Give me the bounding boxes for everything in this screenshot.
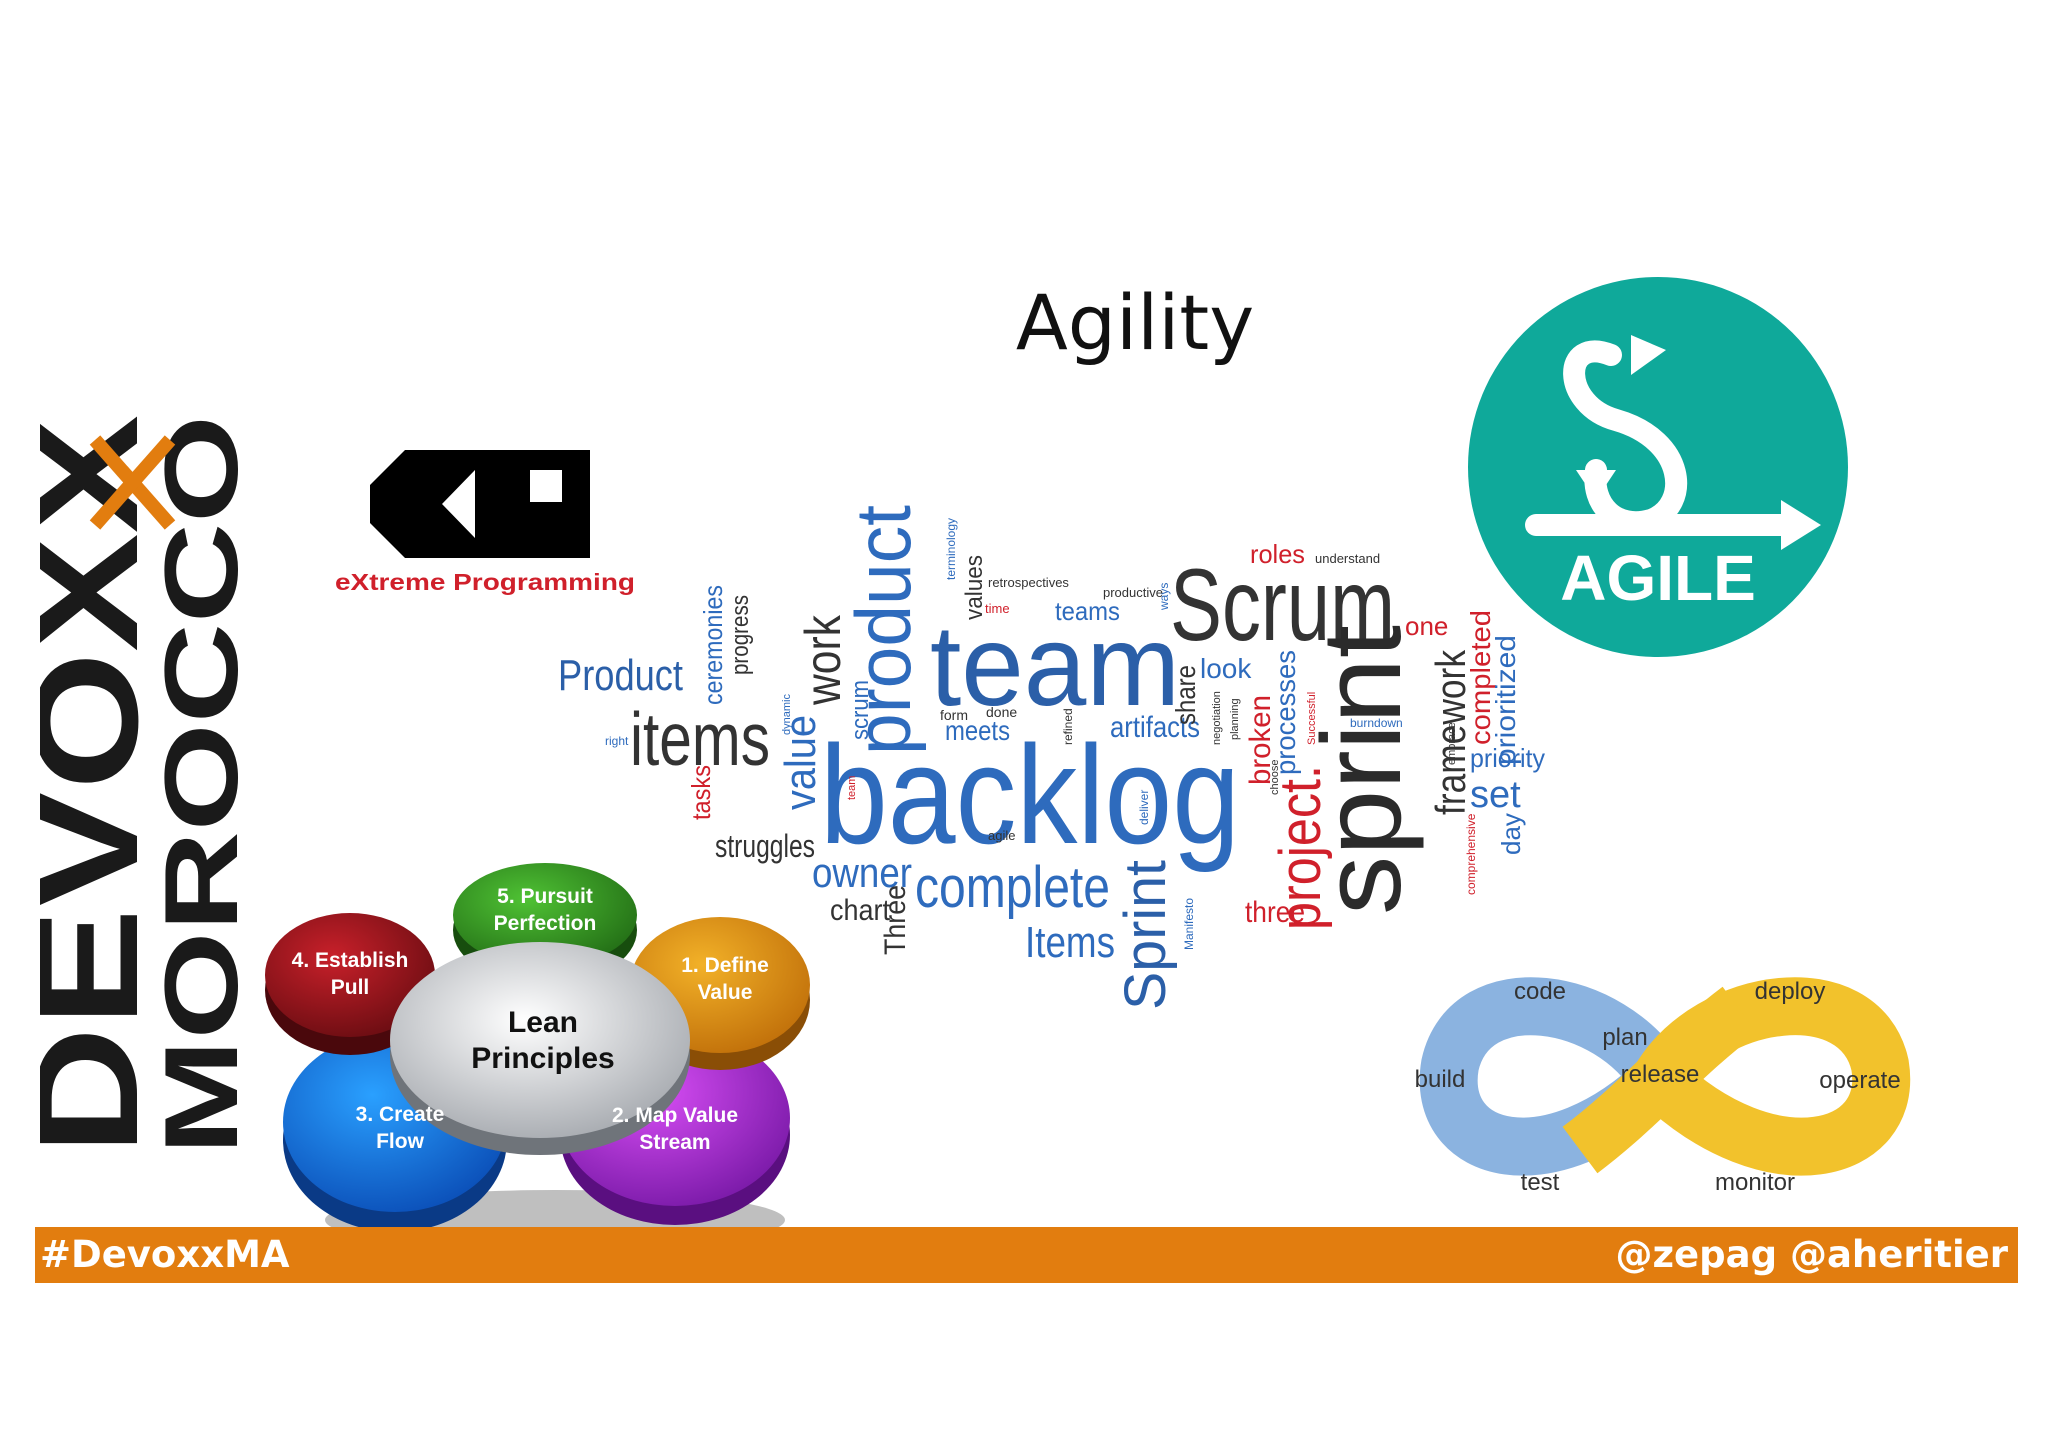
- svg-text:Value: Value: [698, 981, 753, 1004]
- svg-text:build: build: [1415, 1066, 1466, 1093]
- cloud-word: three: [1245, 896, 1305, 929]
- xp-logo: eXtreme Programming: [335, 450, 635, 595]
- agile-label: AGILE: [1560, 542, 1756, 614]
- cloud-word: refined: [1061, 708, 1075, 745]
- svg-text:4. Establish: 4. Establish: [292, 949, 409, 972]
- cloud-word: time: [985, 601, 1010, 616]
- lean-principles-diagram: Lean Principles 1. Define Value 2. Map V…: [265, 863, 810, 1250]
- cloud-word: Items: [1025, 918, 1115, 967]
- cloud-word: teams: [1055, 596, 1120, 626]
- svg-text:1. Define: 1. Define: [681, 954, 769, 977]
- cloud-word: deliver: [1137, 790, 1151, 825]
- svg-text:deploy: deploy: [1755, 978, 1826, 1005]
- cloud-word: productive: [1103, 585, 1163, 600]
- svg-text:plan: plan: [1602, 1024, 1647, 1051]
- scrum-word-cloud: backlog team Scrum sprint product items …: [558, 505, 1545, 1010]
- cloud-word: Three: [879, 885, 912, 955]
- cloud-word: team: [930, 602, 1180, 730]
- cloud-word: share: [1170, 665, 1201, 725]
- cloud-word: framework: [1427, 649, 1474, 815]
- cloud-word: look: [1200, 653, 1252, 684]
- svg-text:3. Create: 3. Create: [356, 1103, 445, 1126]
- cloud-word: Sprint: [1113, 860, 1178, 1010]
- devoxx-orange-x: [89, 435, 176, 530]
- devoxx-word: DEVOXX: [40, 415, 169, 1155]
- svg-text:test: test: [1521, 1169, 1560, 1196]
- devops-loop-dev: [1419, 977, 1685, 1176]
- cloud-word: done: [986, 704, 1017, 720]
- cloud-word: embrace: [1446, 722, 1458, 765]
- cloud-word: burndown: [1350, 716, 1403, 730]
- cloud-word: Product: [558, 651, 683, 700]
- svg-text:5. Pursuit: 5. Pursuit: [497, 885, 593, 908]
- cloud-word: retrospectives: [988, 575, 1069, 590]
- cloud-word: tasks: [686, 765, 716, 820]
- svg-text:Flow: Flow: [376, 1130, 424, 1153]
- xp-caption: eXtreme Programming: [335, 569, 635, 595]
- cloud-word: project.: [1268, 765, 1333, 930]
- svg-text:operate: operate: [1819, 1067, 1900, 1094]
- cloud-word: priority: [1470, 743, 1545, 773]
- cloud-word: one: [1405, 611, 1448, 641]
- footer-handles: @zepag @aheritier: [1615, 1233, 2009, 1276]
- cloud-word: values: [961, 555, 988, 620]
- svg-text:Lean: Lean: [508, 1006, 578, 1039]
- cloud-word: meets: [945, 715, 1010, 746]
- cloud-word: dynamic: [781, 694, 793, 735]
- agile-arrow-icon: [1781, 500, 1821, 550]
- devoxx-morocco: MOROCCO: [144, 415, 250, 1155]
- cloud-word: processes: [1270, 650, 1301, 775]
- cloud-word: chart: [830, 894, 891, 927]
- lean-center-piece: [390, 942, 690, 1155]
- xp-logo-block: [370, 450, 590, 558]
- cloud-word: day: [1496, 813, 1526, 855]
- svg-text:Perfection: Perfection: [494, 912, 597, 935]
- cloud-word: prioritized: [1490, 635, 1521, 765]
- cloud-word: form: [940, 707, 968, 723]
- svg-text:code: code: [1514, 978, 1566, 1005]
- svg-text:monitor: monitor: [1715, 1169, 1795, 1196]
- cloud-word: work: [795, 614, 851, 706]
- cloud-word: completed: [1465, 610, 1496, 745]
- svg-text:Pull: Pull: [331, 976, 370, 999]
- cloud-word: progress: [727, 595, 754, 675]
- cloud-word: Successful: [1306, 692, 1318, 745]
- cloud-word: Scrum: [1170, 548, 1395, 662]
- svg-text:Stream: Stream: [639, 1131, 710, 1154]
- cloud-word: artifacts: [1110, 711, 1200, 744]
- footer-hashtag: #DevoxxMA: [40, 1233, 290, 1276]
- svg-text:2. Map Value: 2. Map Value: [612, 1104, 738, 1127]
- cloud-word: right: [605, 734, 629, 748]
- cloud-word: broken: [1244, 695, 1277, 785]
- cloud-word: comprehensive: [1464, 813, 1478, 895]
- cloud-word: ways: [1157, 583, 1171, 611]
- svg-text:Principles: Principles: [471, 1042, 614, 1075]
- cloud-word: ceremonies: [698, 585, 728, 705]
- cloud-word: team: [846, 776, 858, 800]
- cloud-word: items: [630, 697, 770, 781]
- cloud-word: terminology: [944, 518, 958, 580]
- cloud-word: scrum: [847, 680, 874, 740]
- cloud-word: value: [776, 715, 825, 810]
- cloud-word: Manifesto: [1182, 898, 1196, 950]
- cloud-word: backlog: [820, 716, 1240, 873]
- cloud-word: owner: [812, 849, 912, 896]
- cloud-word: agile: [988, 828, 1015, 843]
- cloud-word: negotiation: [1211, 691, 1223, 745]
- cloud-word: choose: [1269, 760, 1281, 795]
- svg-text:release: release: [1621, 1061, 1700, 1088]
- devoxx-morocco-logo: DEVOXX MOROCCO ™: [40, 415, 250, 1155]
- cloud-word: set: [1470, 774, 1521, 816]
- cloud-word: complete: [915, 855, 1110, 920]
- cloud-word: roles: [1250, 539, 1305, 569]
- devops-infinity-diagram: code build test plan release deploy oper…: [1415, 977, 1911, 1196]
- footer-bar: [35, 1227, 2018, 1283]
- cloud-word: planning: [1229, 698, 1241, 740]
- cloud-word: product: [839, 505, 927, 755]
- agile-logo: AGILE: [1468, 277, 1848, 657]
- cloud-word: struggles: [715, 828, 815, 864]
- slide-title: Agility: [1015, 278, 1255, 367]
- cloud-word: sprint: [1299, 625, 1424, 915]
- cloud-word: understand: [1315, 551, 1380, 566]
